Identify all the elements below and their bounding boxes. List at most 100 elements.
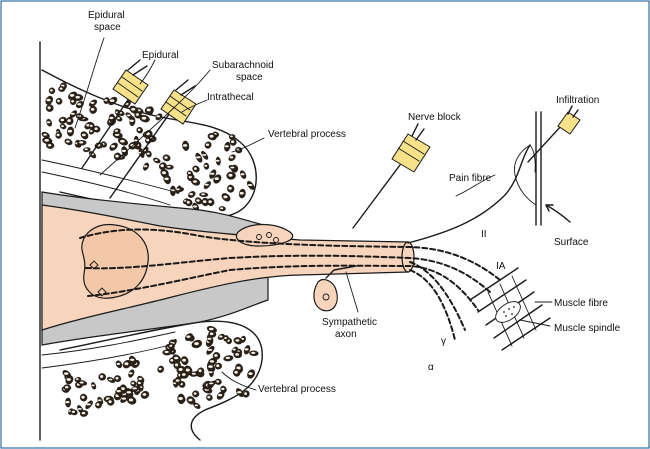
fibre-middle [85, 254, 491, 293]
bone-pebble-highlight [79, 381, 84, 384]
label-intrathecal: Intrathecal [207, 92, 254, 103]
muscle-spindle-dots [503, 306, 515, 317]
bone-pebble-highlight [174, 356, 179, 360]
bone-pebble-highlight [81, 395, 85, 399]
sympathetic-ganglion [313, 278, 338, 312]
bone-pebble-highlight [209, 134, 214, 138]
bone-pebble-highlight [142, 393, 147, 396]
bone-pebble-highlight [71, 410, 75, 413]
bone-pebble-highlight [218, 393, 223, 397]
bone-pebble-highlight [220, 207, 224, 210]
pain-fibre-line [407, 144, 531, 244]
bone-pebble-highlight [146, 138, 150, 142]
label-subarachnoid-2: space [236, 72, 263, 83]
bone-pebble-highlight [230, 135, 233, 138]
syringe-nerve-block [352, 123, 431, 229]
bone-pebble-highlight [59, 87, 63, 90]
bone-pebble-highlight [108, 378, 113, 381]
label-epidural: Epidural [142, 50, 179, 61]
surface-arrow [545, 204, 571, 223]
lower-bone-pebbles [61, 326, 259, 417]
bone-pebble-highlight [224, 337, 227, 339]
bone-pebble-highlight [244, 392, 248, 395]
bone-pebble-highlight [187, 172, 191, 174]
bone-pebble-highlight [90, 101, 95, 104]
label-muscle-fibre: Muscle fibre [554, 298, 608, 309]
bone-pebble-highlight [143, 165, 148, 168]
bone-pebble-highlight [63, 372, 69, 375]
bone-pebble-highlight [141, 116, 147, 120]
label-sympathetic-2: axon [335, 329, 357, 340]
bone-pebble-highlight [228, 186, 232, 190]
bone-pebble-highlight [65, 401, 70, 404]
bone-pebble-highlight [116, 390, 121, 393]
lower-vertebral-process [59, 320, 263, 441]
bone-pebble-highlight [108, 400, 112, 403]
labels: Epidural space Epidural Subarachnoid spa… [88, 10, 621, 395]
bone-pebble-highlight [251, 351, 256, 354]
bone-pebble-highlight [71, 100, 74, 103]
bone-pebble-highlight [117, 117, 120, 120]
bone-pebble-highlight [248, 372, 253, 375]
bone-pebble-highlight [129, 119, 134, 123]
bone-pebble-highlight [164, 177, 169, 181]
bone-pebble-highlight [229, 156, 234, 159]
bone-pebble-highlight [69, 94, 75, 97]
bone-pebble-highlight [75, 378, 79, 381]
label-sympathetic-1: Sympathetic [322, 317, 377, 328]
bone-pebble-highlight [132, 387, 137, 390]
bone-pebble-highlight [219, 335, 223, 338]
bone-pebble-highlight [86, 403, 91, 406]
bone-pebble-highlight [207, 348, 213, 351]
bone-pebble-highlight [47, 144, 52, 147]
bone-pebble-highlight [79, 141, 84, 144]
bone-pebble-highlight [158, 367, 162, 371]
epidural-layer-top-1 [41, 159, 176, 193]
bone-pebble-highlight [230, 166, 235, 169]
fibre-gamma [409, 261, 466, 331]
bone-pebble-highlight [131, 382, 135, 385]
bone-pebble-highlight [160, 164, 164, 168]
label-leaders [74, 37, 496, 391]
bone-pebble-highlight [228, 173, 233, 177]
bone-pebble-highlight [182, 358, 187, 362]
bone-pebble-highlight [94, 127, 98, 130]
bone-pebble-highlight [77, 408, 82, 410]
bone-pebble-highlight [109, 99, 115, 102]
bone-pebble-highlight [175, 379, 180, 382]
bone-pebble-highlight [186, 200, 190, 204]
bone-pebble-highlight [208, 371, 213, 374]
label-vertebral-process-top: Vertebral process [268, 129, 346, 140]
bone-pebble-highlight [210, 172, 215, 175]
bone-pebble-highlight [167, 165, 171, 168]
label-alpha: α [428, 362, 434, 373]
bone-pebble-highlight [82, 133, 86, 137]
label-nerve-block: Nerve block [408, 112, 462, 123]
label-pain-fibre: Pain fibre [449, 173, 492, 184]
bone-pebble-highlight [124, 362, 129, 366]
bone-pebble-highlight [104, 99, 108, 102]
bone-pebble-highlight [193, 205, 198, 208]
bone-pebble-highlight [89, 130, 93, 133]
syringe-epidural [81, 59, 149, 169]
bone-pebble-highlight [209, 382, 214, 385]
bone-pebble-highlight [164, 350, 169, 354]
bone-pebble-highlight [224, 145, 229, 148]
bone-pebble-highlight [214, 177, 219, 181]
bone-pebble-highlight [216, 380, 220, 383]
bone-pebble-highlight [56, 133, 60, 137]
sympathetic-branch [325, 265, 357, 279]
grey-matter [81, 223, 149, 299]
bone-pebble-highlight [50, 89, 53, 92]
bone-pebble-highlight [196, 156, 201, 159]
bone-pebble-highlight [239, 191, 244, 195]
label-epidural-space-2: space [94, 22, 121, 33]
bone-pebble-highlight [133, 139, 138, 142]
bone-pebble-highlight [235, 353, 240, 356]
bone-pebble-highlight [96, 403, 100, 406]
bone-pebble-highlight [120, 139, 125, 143]
bone-pebble-highlight [231, 140, 235, 143]
bone-pebble-highlight [209, 332, 214, 336]
